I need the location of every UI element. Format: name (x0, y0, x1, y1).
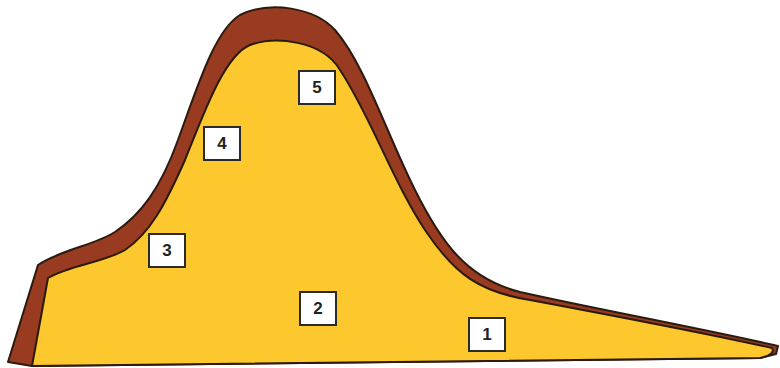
callout-box: 2 (299, 291, 337, 326)
callout-box: 3 (148, 233, 186, 268)
callout-number: 5 (312, 79, 321, 96)
callout-box: 1 (468, 317, 506, 352)
callout-number: 2 (313, 300, 322, 317)
callout-box: 5 (298, 70, 336, 105)
callout-number: 1 (482, 326, 491, 343)
soil-crust (8, 7, 778, 366)
callout-box: 4 (203, 126, 241, 161)
callout-number: 3 (162, 242, 171, 259)
hill-core (32, 41, 773, 366)
callout-number: 4 (217, 135, 226, 152)
